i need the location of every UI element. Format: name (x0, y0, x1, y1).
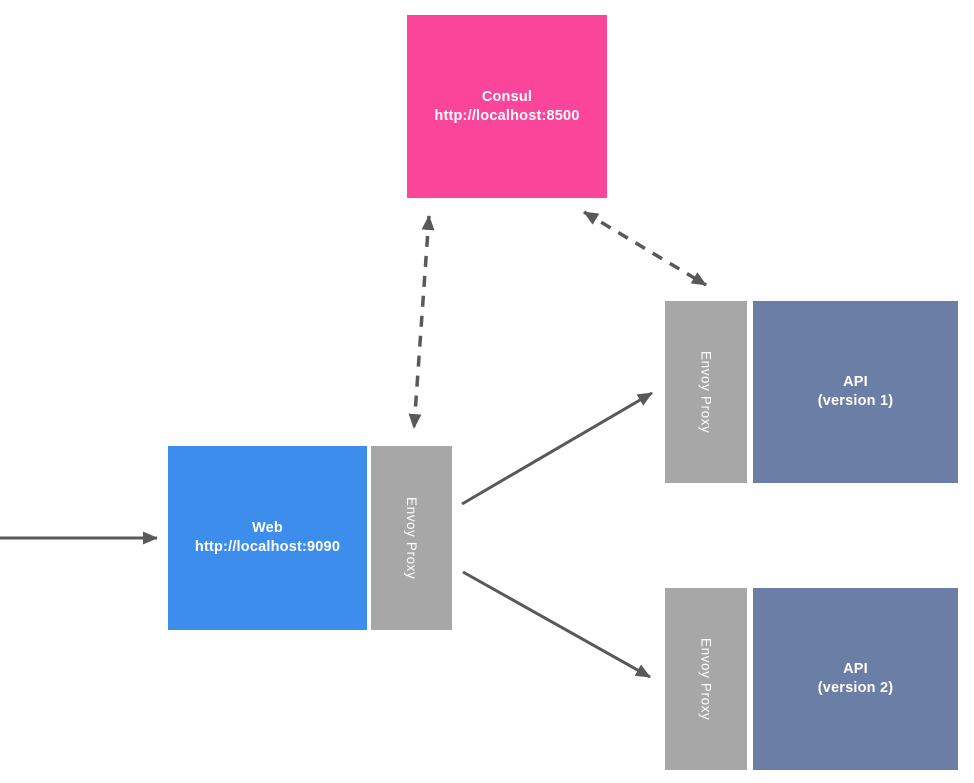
node-api-v1: API (version 1) (753, 301, 958, 483)
api-v1-title: API (843, 374, 868, 390)
node-api-v2: API (version 2) (753, 588, 958, 770)
api-v1-subtitle: (version 1) (817, 393, 894, 409)
consul-title: Consul (481, 88, 533, 105)
edge-consul-web-proxy-dashed (408, 215, 435, 429)
edge-consul-api-v1-proxy-dashed (583, 210, 707, 287)
api-v2-envoy-proxy-label: Envoy Proxy (698, 637, 714, 721)
edge-web-proxy-to-api-v1-proxy (461, 391, 653, 506)
web-subtitle: http://localhost:9090 (194, 539, 341, 555)
node-web-envoy-proxy: Envoy Proxy (371, 446, 452, 630)
consul-subtitle: http://localhost:8500 (434, 107, 580, 124)
web-envoy-proxy-label: Envoy Proxy (404, 496, 419, 580)
node-api-v1-envoy-proxy: Envoy Proxy (665, 301, 747, 483)
api-v2-subtitle: (version 2) (817, 680, 894, 696)
node-api-v2-envoy-proxy: Envoy Proxy (665, 588, 747, 770)
node-consul: Consul http://localhost:8500 (407, 15, 607, 198)
web-title: Web (252, 520, 283, 536)
node-web: Web http://localhost:9090 (168, 446, 367, 630)
api-v1-envoy-proxy-label: Envoy Proxy (698, 350, 714, 434)
edge-web-proxy-to-api-v2-proxy (462, 570, 651, 679)
api-v2-title: API (843, 661, 868, 677)
